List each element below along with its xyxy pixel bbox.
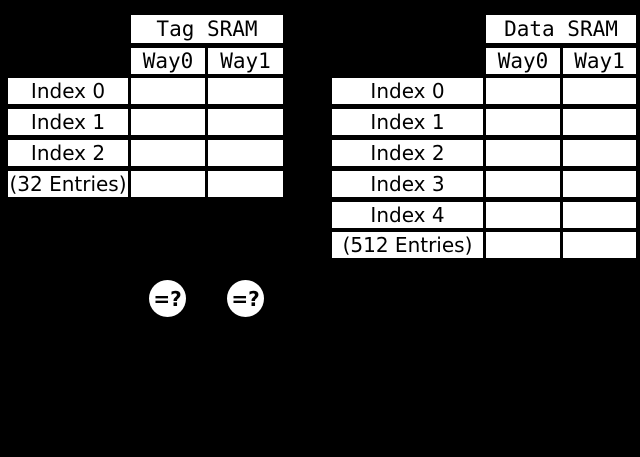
tag-sram-cell-r3-way1 — [208, 171, 283, 197]
tag-sram-title: Tag SRAM — [131, 15, 283, 43]
tag-sram-cell-r1-way1 — [208, 109, 283, 135]
data-sram-row-label-index4: Index 4 — [332, 202, 483, 228]
data-sram-cell-r2-way1 — [563, 140, 636, 166]
tag-sram-cell-r2-way0 — [131, 140, 205, 166]
tag-sram-cell-r2-way1 — [208, 140, 283, 166]
tag-sram-cell-r0-way0 — [131, 78, 205, 104]
data-sram-row-label-index2: Index 2 — [332, 140, 483, 166]
data-sram-row-label-index3: Index 3 — [332, 171, 483, 197]
data-sram-cell-r5-way1 — [563, 232, 636, 258]
data-sram-title: Data SRAM — [486, 15, 636, 43]
data-sram-cell-r3-way0 — [486, 171, 560, 197]
data-sram-cell-r5-way0 — [486, 232, 560, 258]
data-sram-cell-r4-way1 — [563, 202, 636, 228]
data-sram-cell-r1-way1 — [563, 109, 636, 135]
data-sram-row-label-index1: Index 1 — [332, 109, 483, 135]
data-sram-cell-r4-way0 — [486, 202, 560, 228]
data-sram-cell-r2-way0 — [486, 140, 560, 166]
tag-sram-row-label-entries: (32 Entries) — [8, 171, 128, 197]
tag-sram-cell-r1-way0 — [131, 109, 205, 135]
data-sram-row-label-index0: Index 0 — [332, 78, 483, 104]
data-sram-row-label-entries: (512 Entries) — [332, 232, 483, 258]
data-sram-cell-r3-way1 — [563, 171, 636, 197]
data-sram-way1-header: Way1 — [563, 48, 636, 74]
comparator-way0: =? — [149, 280, 186, 317]
tag-sram-cell-r0-way1 — [208, 78, 283, 104]
data-sram-cell-r1-way0 — [486, 109, 560, 135]
tag-sram-row-label-index1: Index 1 — [8, 109, 128, 135]
tag-sram-row-label-index2: Index 2 — [8, 140, 128, 166]
tag-sram-way0-header: Way0 — [131, 48, 205, 74]
data-sram-cell-r0-way0 — [486, 78, 560, 104]
data-sram-way0-header: Way0 — [486, 48, 560, 74]
data-sram-cell-r0-way1 — [563, 78, 636, 104]
comparator-way1: =? — [227, 280, 264, 317]
tag-sram-cell-r3-way0 — [131, 171, 205, 197]
tag-sram-row-label-index0: Index 0 — [8, 78, 128, 104]
tag-sram-way1-header: Way1 — [208, 48, 283, 74]
